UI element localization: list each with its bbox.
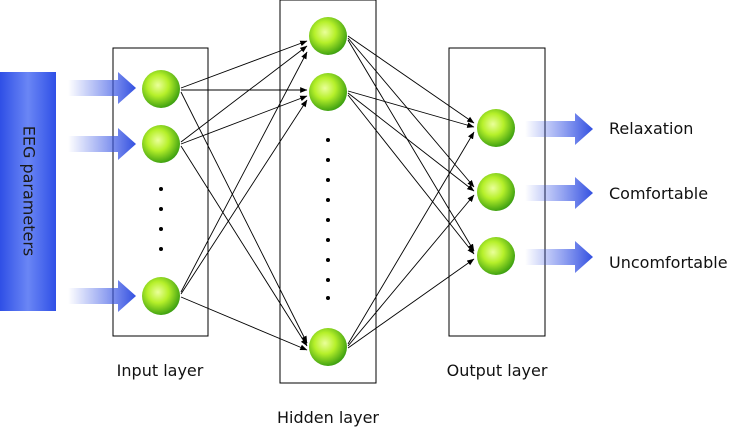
connection-line <box>180 91 308 344</box>
output-arrow <box>525 113 593 145</box>
input-arrow <box>68 128 136 160</box>
input-node <box>142 125 180 163</box>
output-label-uncomfortable: Uncomfortable <box>609 253 728 272</box>
output-layer-label: Output layer <box>447 361 548 380</box>
connections <box>180 35 475 351</box>
input-node <box>142 70 180 108</box>
eeg-parameters-label: EEG parameters <box>20 126 39 257</box>
hidden-node <box>309 73 347 111</box>
input-layer-box <box>112 47 209 337</box>
input-layer-label: Input layer <box>117 361 204 380</box>
input-node <box>142 277 180 315</box>
connection-line <box>180 296 308 351</box>
connection-line <box>180 45 308 143</box>
hidden-nodes <box>309 17 347 366</box>
hidden-node <box>309 328 347 366</box>
connection-line <box>180 51 308 293</box>
hidden-layer-box <box>279 0 377 384</box>
output-nodes <box>477 109 515 275</box>
connection-line <box>347 92 475 192</box>
connection-line <box>347 90 475 128</box>
output-label-relaxation: Relaxation <box>609 119 693 138</box>
hidden-ellipsis <box>326 138 330 300</box>
eeg-parameters-bar <box>0 72 56 311</box>
connection-line <box>180 95 308 145</box>
input-arrow <box>68 72 136 104</box>
connection-line <box>347 258 475 349</box>
input-ellipsis <box>159 187 163 251</box>
output-arrow <box>525 241 593 273</box>
connection-line <box>347 37 475 188</box>
output-node <box>477 109 515 147</box>
connection-line <box>347 94 475 255</box>
connection-line <box>180 145 308 347</box>
connection-line <box>347 35 475 124</box>
connection-line <box>180 40 308 89</box>
output-arrows <box>525 113 593 273</box>
connection-line <box>180 99 308 295</box>
output-node <box>477 173 515 211</box>
connection-line <box>347 39 475 252</box>
input-arrows <box>68 72 136 312</box>
input-arrow <box>68 280 136 312</box>
connection-line <box>347 194 475 347</box>
output-node <box>477 237 515 275</box>
hidden-layer-label: Hidden layer <box>277 408 379 427</box>
connection-line <box>347 131 475 345</box>
output-label-comfortable: Comfortable <box>609 184 708 203</box>
input-nodes <box>142 70 180 315</box>
output-arrow <box>525 177 593 209</box>
hidden-node <box>309 17 347 55</box>
